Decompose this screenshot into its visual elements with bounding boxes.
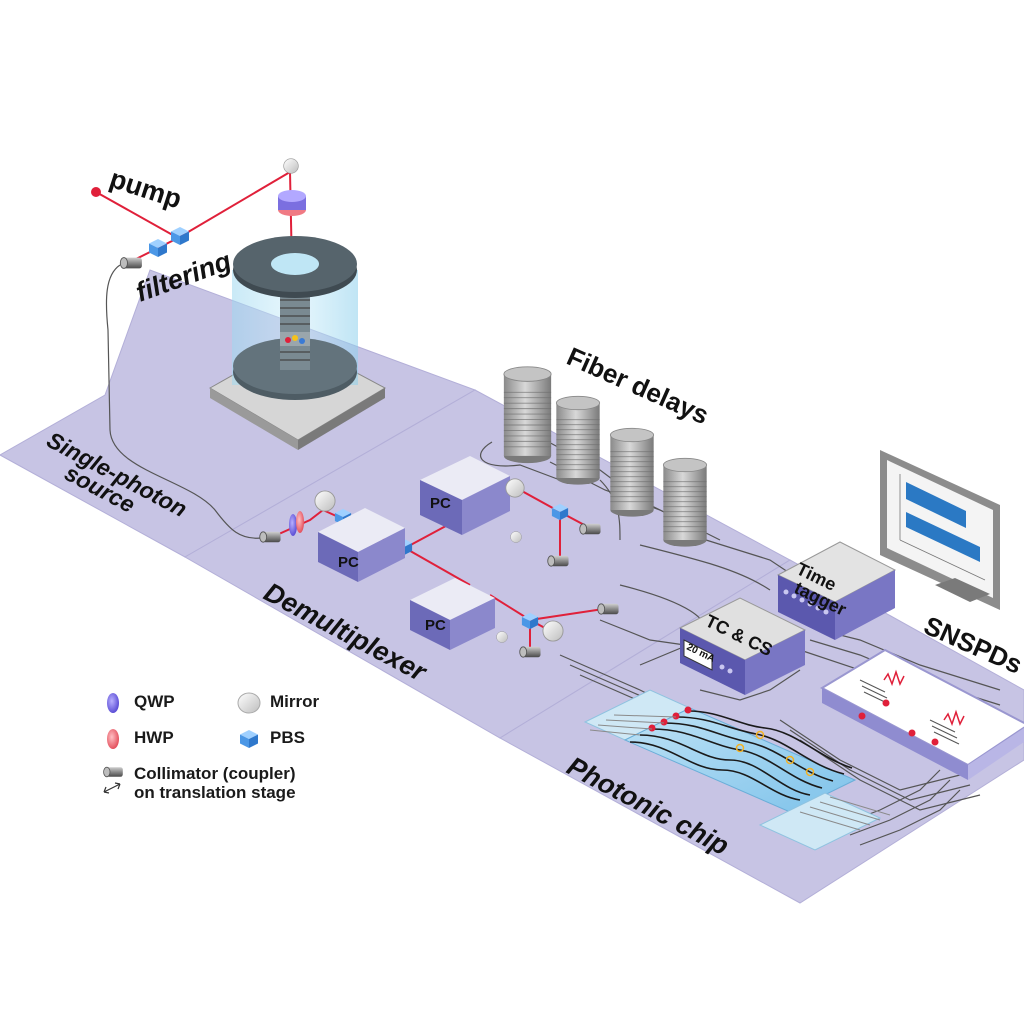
pump-label: pump	[106, 163, 185, 214]
legend-pbs-label: PBS	[270, 728, 305, 747]
qwp-icon	[107, 693, 119, 713]
mirror-icon	[505, 478, 525, 498]
pc-label: PC	[425, 617, 446, 634]
legend-qwp: QWP	[100, 692, 175, 714]
pbs-cube-icon	[240, 730, 258, 748]
qwp-icon	[289, 514, 297, 536]
mirror-icon	[237, 692, 261, 714]
fiber-spool-icon	[662, 457, 708, 548]
pump-dot-icon	[91, 187, 101, 197]
fiber-spool-icon	[503, 366, 552, 464]
pc-box-2: PC	[420, 456, 510, 535]
fiber-spool-icon	[555, 395, 601, 486]
pc-box-1: PC	[318, 508, 405, 582]
photonic-chip	[583, 689, 891, 851]
tc-cs-controller: 20 mA TC & CS	[678, 597, 807, 695]
mirror-icon	[510, 531, 522, 543]
time-tagger-box: Time tagger	[776, 541, 897, 640]
fiber-spool-icon	[609, 427, 655, 518]
snspd-module	[819, 648, 1024, 780]
legend-collimator-label-2: on translation stage	[134, 783, 296, 802]
pc-label: PC	[338, 554, 359, 571]
legend-mirror-label: Mirror	[270, 692, 320, 711]
mirror-icon	[496, 631, 508, 643]
mirror-icon	[283, 158, 299, 174]
legend-mirror: Mirror	[236, 692, 319, 714]
legend: QWP Mirror HWP PBS Collimator (coupler) …	[100, 688, 360, 813]
mirror-icon	[314, 490, 336, 512]
pc-label: PC	[430, 495, 451, 512]
collimator-icon	[597, 603, 619, 615]
hwp-icon	[296, 511, 304, 533]
quantum-dot-cryostat	[209, 236, 387, 450]
legend-hwp: HWP	[100, 728, 174, 750]
hwp-icon	[107, 729, 119, 749]
pc-box-3: PC	[410, 578, 495, 650]
pbs-cube-icon	[149, 239, 167, 257]
collimator-icon	[259, 531, 281, 543]
legend-hwp-label: HWP	[134, 728, 174, 747]
mirror-icon	[542, 620, 564, 642]
legend-collimator-label-1: Collimator (coupler)	[134, 764, 296, 783]
collimator-icon	[579, 523, 601, 535]
collimator-icon	[103, 766, 124, 794]
pbs-cube-icon	[171, 227, 189, 245]
legend-collimator: Collimator (coupler) on translation stag…	[100, 764, 296, 802]
legend-qwp-label: QWP	[134, 692, 175, 711]
collimator-icon	[119, 257, 143, 269]
collimator-icon	[547, 555, 569, 567]
collimator-icon	[519, 646, 541, 658]
legend-pbs: PBS	[236, 728, 305, 750]
hwp-qwp-stack-icon	[278, 190, 306, 216]
monitor-icon	[880, 450, 1000, 610]
